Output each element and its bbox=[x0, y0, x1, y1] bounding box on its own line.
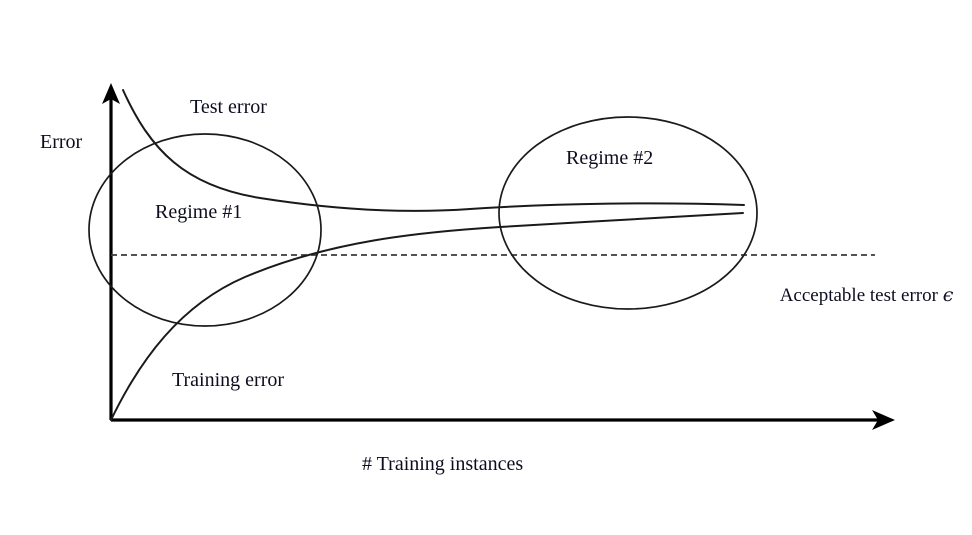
regime-2-label: Regime #2 bbox=[566, 147, 653, 169]
regions-group bbox=[88, 116, 758, 327]
y-axis-label: Error bbox=[40, 131, 83, 153]
curves-group bbox=[110, 89, 745, 421]
test-error-curve bbox=[122, 89, 745, 212]
regime-1-label: Regime #1 bbox=[155, 201, 242, 223]
epsilon-symbol: ϵ bbox=[943, 284, 954, 306]
regime-2-ellipse bbox=[498, 116, 758, 310]
acceptable-error-label: Acceptable test error ϵ bbox=[738, 284, 972, 306]
x-axis-arrowhead bbox=[872, 410, 895, 430]
training-error-label: Training error bbox=[172, 369, 284, 391]
axes-group bbox=[102, 83, 895, 430]
y-axis-arrowhead bbox=[102, 83, 120, 104]
regime-1-ellipse bbox=[88, 133, 322, 327]
test-error-label: Test error bbox=[190, 96, 267, 118]
x-axis-label: # Training instances bbox=[362, 453, 523, 475]
training-error-curve bbox=[110, 212, 744, 421]
acceptable-error-text: Acceptable test error bbox=[780, 285, 943, 306]
labels-group: Error Test error Training error Regime #… bbox=[40, 96, 972, 475]
